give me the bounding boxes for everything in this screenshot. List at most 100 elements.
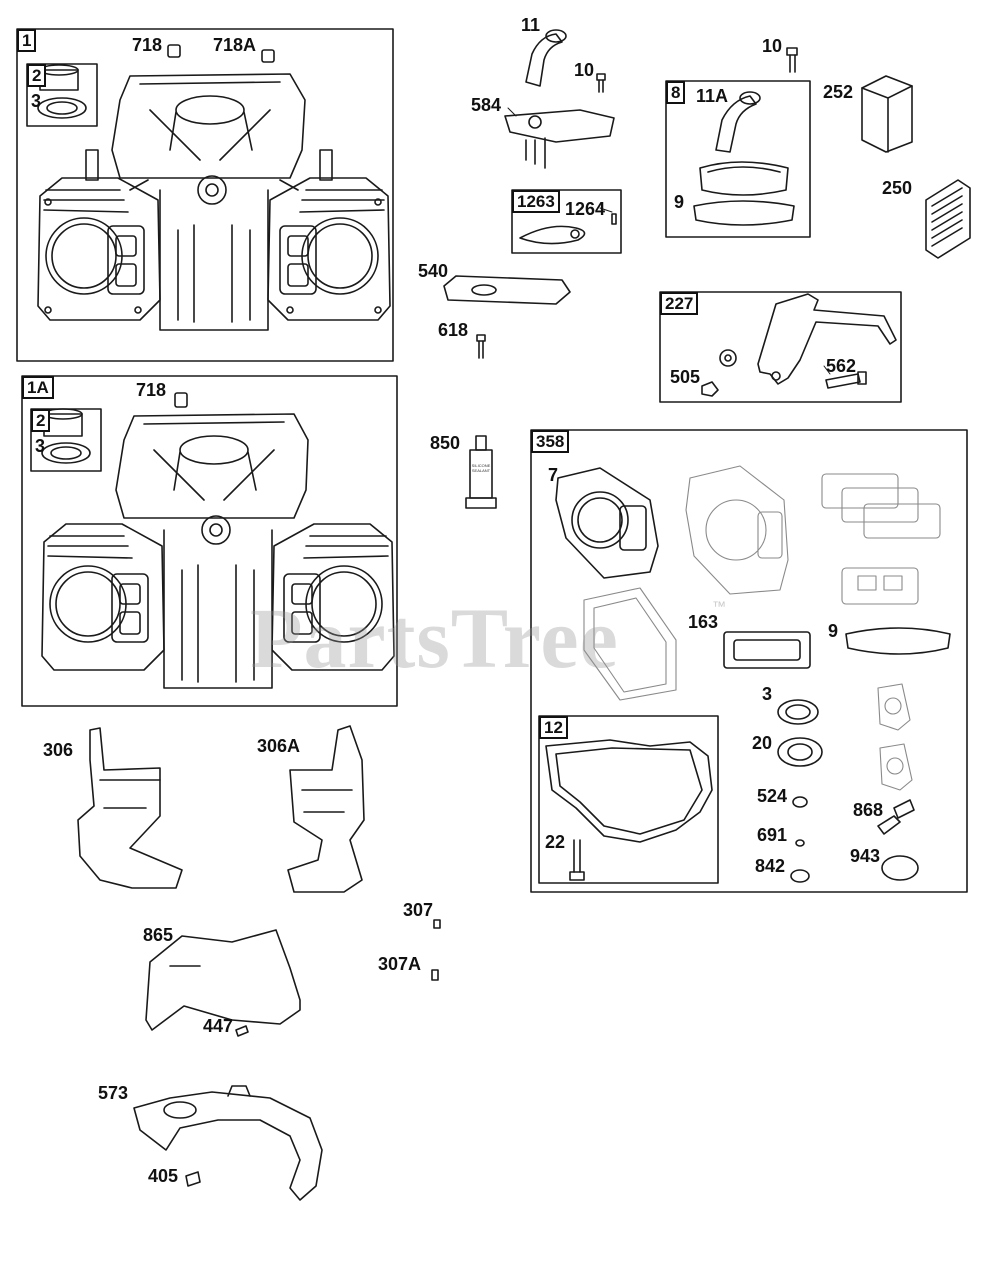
breather-cover-8 — [699, 161, 789, 196]
seal-20 — [777, 737, 823, 767]
head-gasket-7 — [555, 467, 659, 579]
group-1263-box — [511, 189, 622, 254]
screw-10b — [786, 47, 798, 73]
nut-505 — [701, 381, 719, 397]
crankcase-gasket-12 — [545, 739, 713, 843]
group-358-box — [530, 429, 968, 893]
breather-tube-11 — [525, 29, 567, 87]
ring-691 — [795, 839, 805, 847]
cylinder-block-1 — [37, 73, 391, 331]
bracket-227 — [757, 293, 897, 385]
screw-307 — [433, 919, 441, 929]
cylinder-block-1a — [41, 413, 395, 689]
part-label-306a: 306A — [257, 736, 301, 756]
part-label-9-b: 9 — [828, 621, 839, 641]
shroud-573 — [133, 1085, 323, 1201]
fitting-868 — [877, 799, 915, 835]
valve-cover-gaskets-ghost — [821, 473, 941, 605]
screw-447 — [235, 1025, 249, 1037]
part-label-9: 9 — [674, 192, 685, 212]
part-label-562: 562 — [826, 356, 857, 376]
gasket-540 — [443, 275, 571, 305]
watermark-trademark: ™ — [712, 598, 726, 614]
part-label-3: 3 — [31, 91, 42, 111]
part-label-584: 584 — [471, 95, 502, 115]
part-label-691: 691 — [757, 825, 788, 845]
dowel-pins-718-718a — [167, 44, 275, 63]
part-label-20: 20 — [752, 733, 773, 753]
group-1a-box — [21, 375, 398, 707]
part-label-11: 11 — [521, 15, 541, 35]
part-label-618: 618 — [438, 320, 469, 340]
group-label-1263: 1263 — [512, 190, 560, 213]
base-gasket-ghost — [583, 587, 677, 701]
part-label-11a: 11A — [696, 86, 729, 106]
screw-307a — [431, 969, 439, 981]
gasket-9a — [693, 200, 795, 226]
baffle-306 — [77, 727, 183, 889]
group-8-box — [665, 80, 811, 238]
part-label-405: 405 — [148, 1166, 179, 1186]
part-label-573: 573 — [98, 1083, 129, 1103]
group-label-8: 8 — [666, 81, 686, 104]
seal-3c — [777, 699, 819, 725]
part-label-3-c: 3 — [762, 684, 773, 704]
o-ring-943 — [881, 855, 919, 881]
washer — [719, 349, 737, 367]
part-label-842: 842 — [755, 856, 786, 876]
part-label-447: 447 — [203, 1016, 234, 1036]
part-label-252: 252 — [823, 82, 854, 102]
baffle-306a — [287, 725, 365, 893]
group-label-2: 2 — [27, 64, 47, 87]
part-label-524: 524 — [757, 786, 788, 806]
group-label-1a: 1A — [22, 376, 54, 399]
screw-10 — [596, 73, 606, 93]
group-label-2b: 2 — [31, 409, 51, 432]
part-label-306: 306 — [43, 740, 74, 760]
intake-gaskets — [877, 683, 913, 791]
part-label-307a: 307A — [378, 954, 422, 974]
ring-524 — [792, 796, 808, 808]
part-label-540: 540 — [418, 261, 449, 281]
part-label-307: 307 — [403, 900, 434, 920]
part-label-718: 718 — [132, 35, 163, 55]
part-label-22: 22 — [545, 832, 566, 852]
part-label-163: 163 — [688, 612, 719, 632]
group-1-box — [16, 28, 394, 362]
group-label-358: 358 — [531, 430, 570, 453]
baffle-865 — [145, 929, 301, 1031]
leader-lines — [507, 107, 831, 375]
head-gasket-ghost — [685, 465, 789, 595]
part-label-1264: 1264 — [565, 199, 606, 219]
part-label-943: 943 — [850, 846, 881, 866]
screen-250 — [925, 179, 971, 259]
part-label-3-b: 3 — [35, 436, 46, 456]
part-label-250: 250 — [882, 178, 913, 198]
group-label-1: 1 — [17, 29, 37, 52]
ring-842 — [790, 869, 810, 883]
group-label-12: 12 — [539, 716, 568, 739]
group-label-227: 227 — [660, 292, 699, 315]
dowel-pin-718 — [174, 392, 188, 408]
group-12-box — [538, 715, 719, 884]
gasket-9b — [845, 627, 951, 655]
breather-cover-584 — [504, 109, 615, 169]
reed-valve-1264 — [519, 213, 617, 245]
bolt-562 — [825, 371, 867, 389]
part-label-10: 10 — [574, 60, 595, 80]
part-label-850: 850 — [430, 433, 461, 453]
part-label-10-b: 10 — [762, 36, 783, 56]
breather-tube-11a — [715, 91, 761, 153]
group-2-box — [26, 63, 98, 127]
sealant-tube-850 — [465, 435, 497, 509]
group-227-box — [659, 291, 902, 403]
screw-618 — [476, 334, 486, 359]
filter-element-252 — [861, 75, 913, 153]
gasket-163 — [723, 631, 811, 669]
bolt-22 — [569, 839, 585, 881]
part-label-865: 865 — [143, 925, 174, 945]
part-label-718a: 718A — [213, 35, 257, 55]
screw-405 — [185, 1171, 201, 1187]
